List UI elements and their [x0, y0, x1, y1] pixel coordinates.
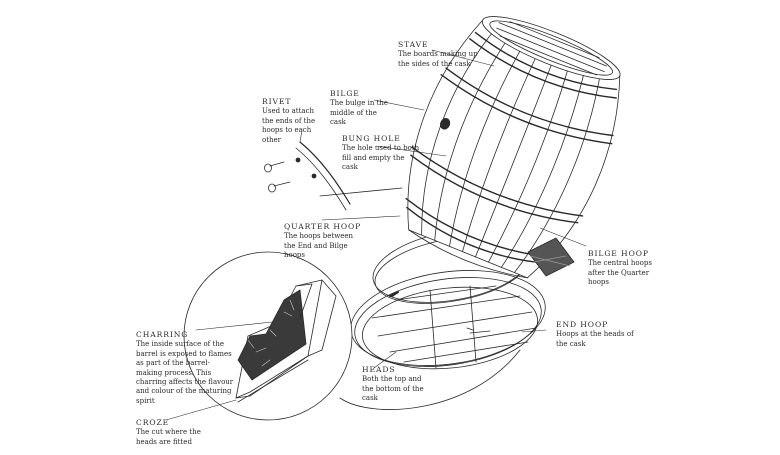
bilge-hoop-highlight — [527, 237, 575, 277]
label-heads-title: HEADS — [362, 365, 396, 374]
label-charring-desc: The inside surface of the barrel is expo… — [136, 340, 234, 405]
label-bilge-hoop-title: BILGE HOOP — [588, 249, 649, 258]
label-end-hoop-title: END HOOP — [556, 320, 609, 329]
label-charring-title: CHARRING — [136, 330, 189, 339]
magnifier-connector — [339, 349, 521, 410]
label-croze-title: CROZE — [136, 418, 170, 427]
head-disc — [361, 286, 539, 370]
label-quarter-hoop-desc: The hoops between the End and Bilge hoop… — [284, 232, 354, 260]
label-bilge-title: BILGE — [330, 89, 360, 98]
label-rivet-title: RIVET — [262, 97, 292, 106]
rivet-detail — [264, 141, 403, 211]
label-stave-title: STAVE — [398, 40, 429, 49]
label-end-hoop: END HOOP Hoops at the heads of the cask — [556, 320, 646, 349]
label-bung-hole-desc: The hole used to both fill and empty the… — [342, 144, 420, 172]
label-bilge-desc: The bulge in the middle of the cask — [330, 99, 389, 127]
label-croze: CROZE The cut where the heads are fitted — [136, 418, 216, 447]
label-bilge: BILGE The bulge in the middle of the cas… — [330, 89, 390, 128]
label-bung-hole-title: BUNG HOLE — [342, 134, 401, 143]
label-end-hoop-desc: Hoops at the heads of the cask — [556, 330, 634, 348]
barrel-body — [405, 16, 621, 279]
label-rivet: RIVET Used to attach the ends of the hoo… — [262, 97, 326, 145]
label-bung-hole: BUNG HOLE The hole used to both fill and… — [342, 134, 422, 173]
label-charring: CHARRING The inside surface of the barre… — [136, 330, 236, 406]
leader-lines — [165, 49, 587, 421]
stave-cross-section — [235, 279, 337, 403]
exploded-head-and-hoop — [350, 270, 546, 370]
label-heads: HEADS Both the top and the bottom of the… — [362, 365, 428, 404]
label-stave-desc: The boards making up the sides of the ca… — [398, 50, 478, 68]
label-quarter-hoop-title: QUARTER HOOP — [284, 222, 362, 231]
label-croze-desc: The cut where the heads are fitted — [136, 428, 201, 446]
label-heads-desc: Both the top and the bottom of the cask — [362, 375, 424, 403]
label-rivet-desc: Used to attach the ends of the hoops to … — [262, 107, 316, 144]
label-quarter-hoop: QUARTER HOOP The hoops between the End a… — [284, 222, 364, 261]
label-bilge-hoop: BILGE HOOP The central hoops after the Q… — [588, 249, 668, 288]
label-bilge-hoop-desc: The central hoops after the Quarter hoop… — [588, 259, 652, 287]
label-stave: STAVE The boards making up the sides of … — [398, 40, 478, 69]
